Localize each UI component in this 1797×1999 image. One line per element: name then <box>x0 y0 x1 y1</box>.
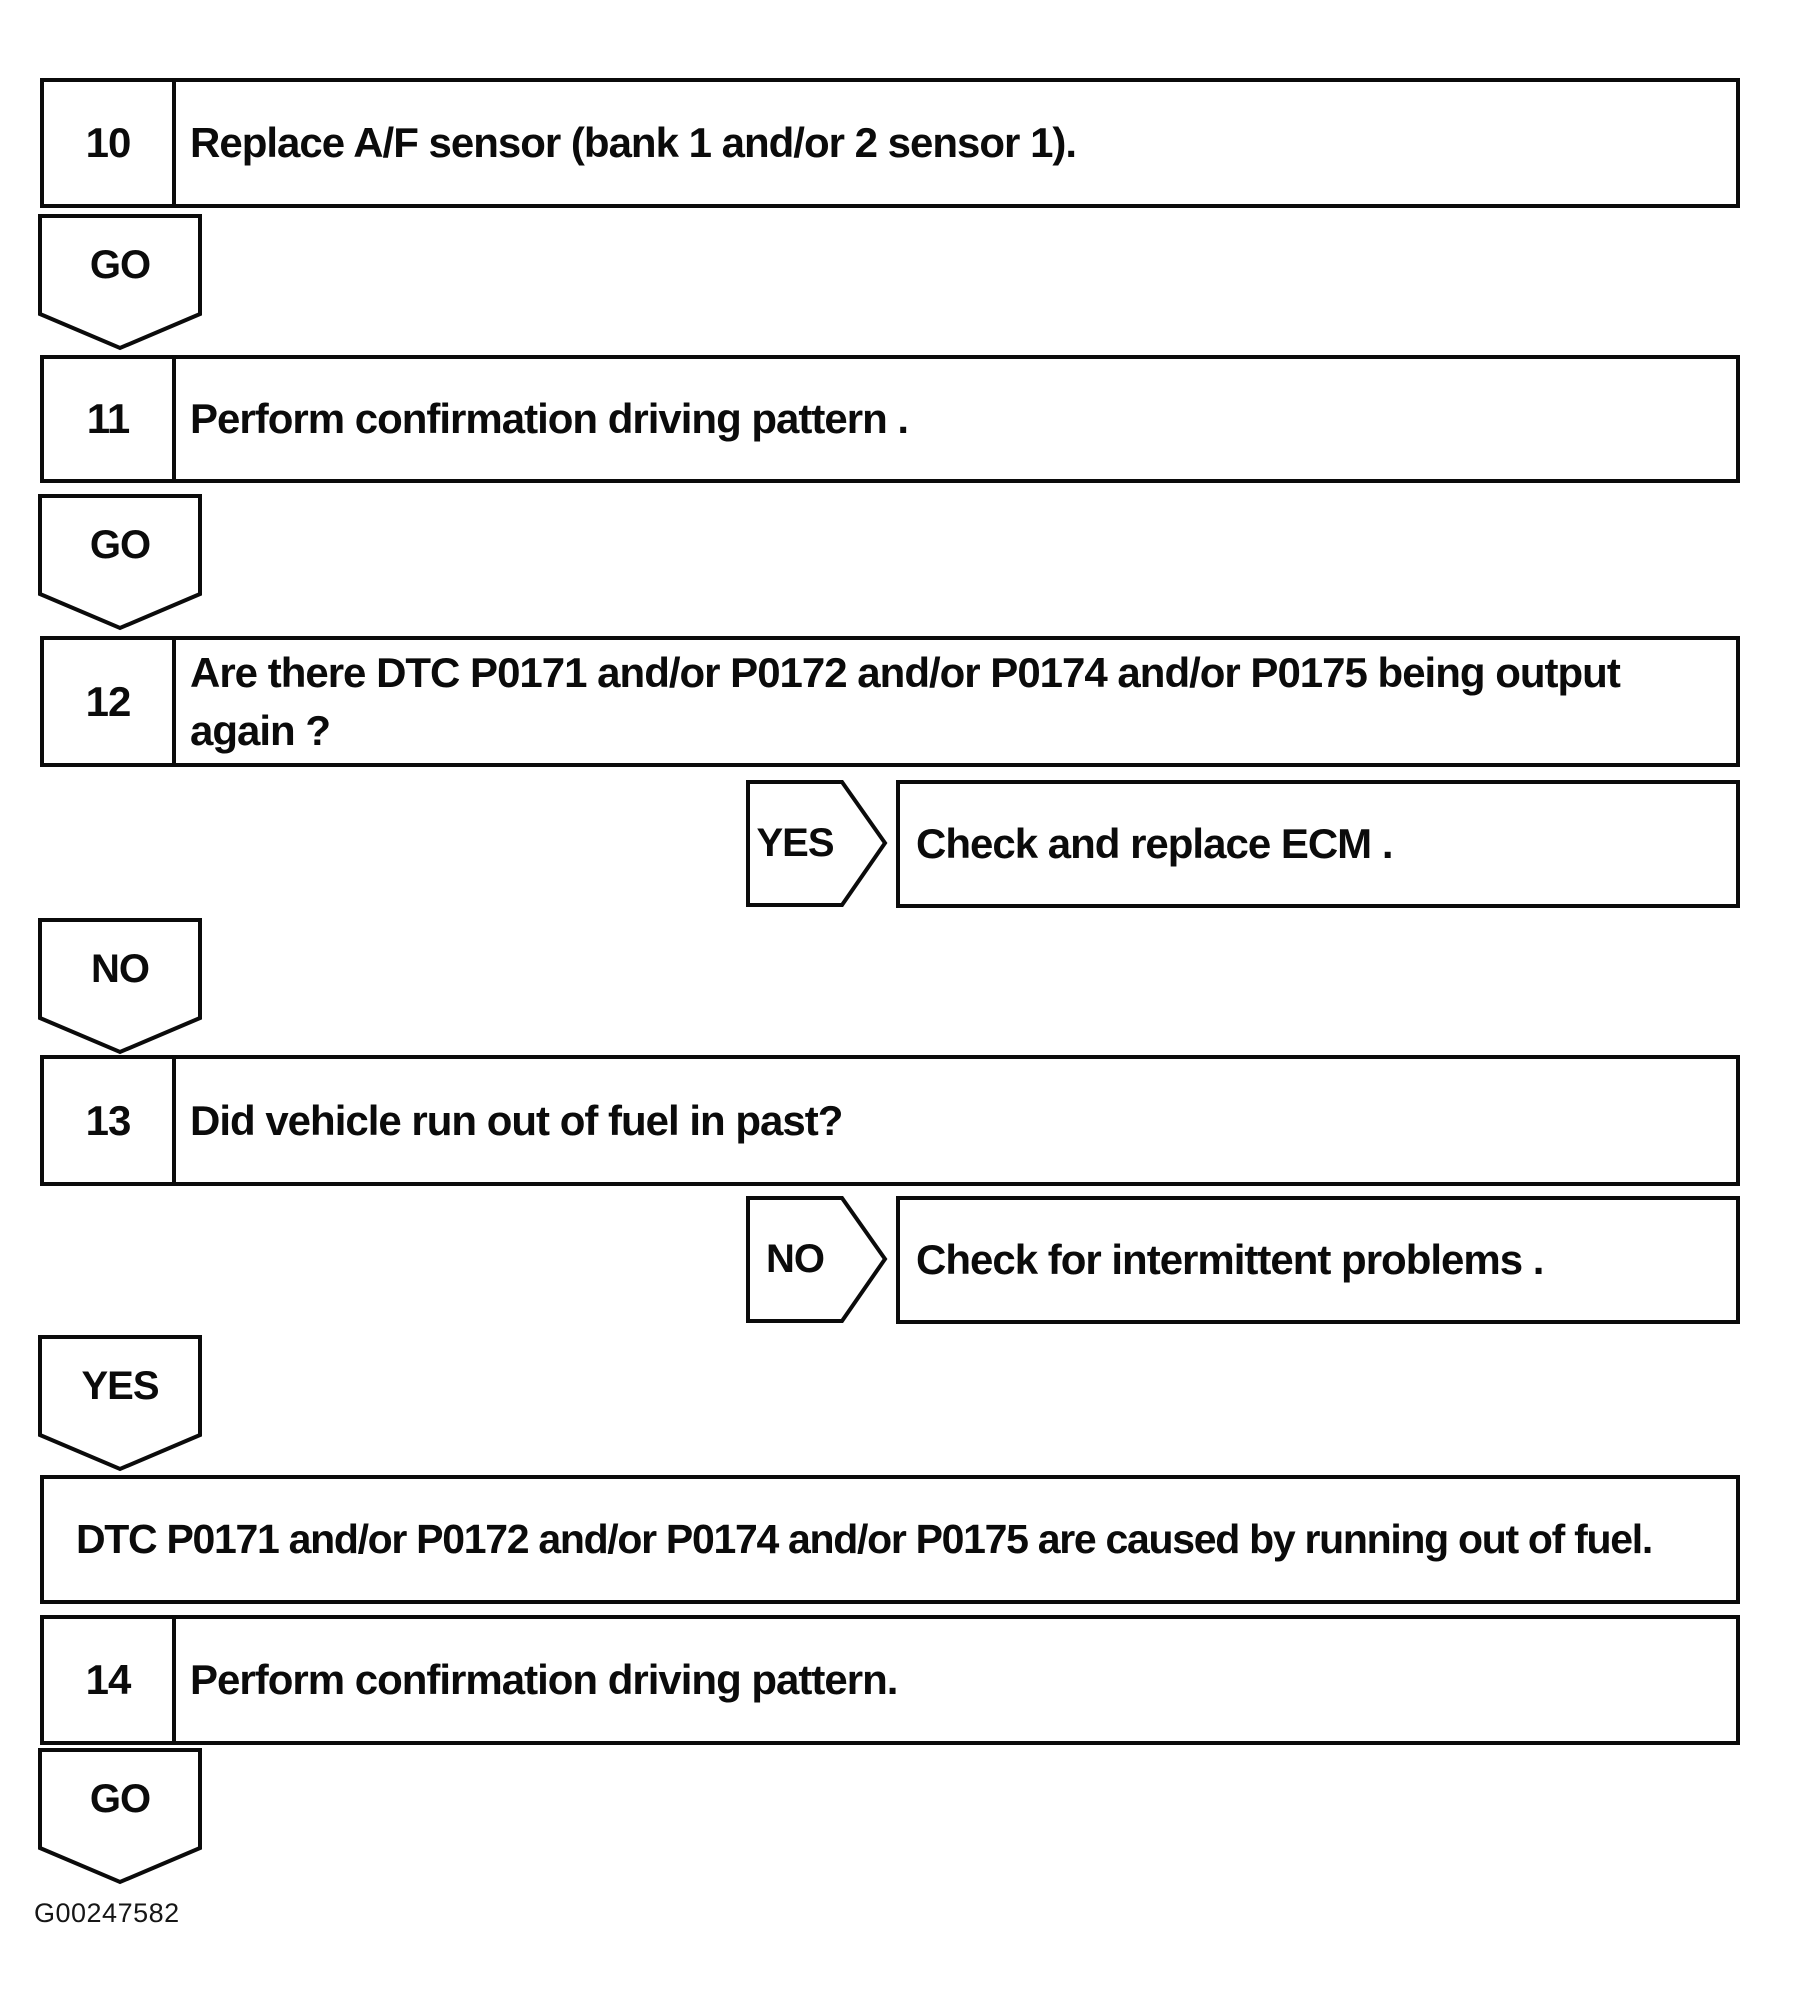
step-number-14: 14 <box>44 1619 176 1741</box>
connector-go-after-step-14: GO <box>38 1748 202 1888</box>
step-number-11: 11 <box>44 359 176 479</box>
step-box-11: 11 Perform confirmation driving pattern … <box>40 355 1740 483</box>
connector-no-step-13: NO <box>746 1196 888 1323</box>
step-box-13: 13 Did vehicle run out of fuel in past? <box>40 1055 1740 1186</box>
connector-go-label: GO <box>89 1776 151 1821</box>
pentagon-down-icon <box>38 214 202 351</box>
connector-no-label: NO <box>766 1237 825 1281</box>
step-text-10: Replace A/F sensor (bank 1 and/or 2 sens… <box>190 119 1077 167</box>
branch-action-box-check-ecm: Check and replace ECM . <box>896 780 1740 908</box>
connector-yes-step-12: YES <box>746 780 888 907</box>
pentagon-right-icon <box>746 780 888 907</box>
connector-no-after-step-12: NO <box>38 918 202 1058</box>
step-number-13: 13 <box>44 1059 176 1182</box>
connector-yes-after-step-13: YES <box>38 1335 202 1475</box>
step-text-14: Perform confirmation driving pattern. <box>190 1656 898 1704</box>
branch-action-text: Check for intermittent problems . <box>916 1236 1544 1283</box>
step-box-14: 14 Perform confirmation driving pattern. <box>40 1615 1740 1745</box>
branch-action-box-intermittent-problems: Check for intermittent problems . <box>896 1196 1740 1324</box>
connector-go-after-step-10: GO <box>38 214 202 354</box>
connector-no-label: NO <box>91 946 150 991</box>
step-number-10: 10 <box>44 82 176 204</box>
result-box: DTC P0171 and/or P0172 and/or P0174 and/… <box>40 1475 1740 1604</box>
figure-code: G00247582 <box>34 1898 180 1928</box>
pentagon-down-icon <box>38 1748 202 1885</box>
pentagon-down-icon <box>38 1335 202 1472</box>
step-number-12: 12 <box>44 640 176 763</box>
step-text-11: Perform confirmation driving pattern . <box>190 395 909 443</box>
step-box-10: 10 Replace A/F sensor (bank 1 and/or 2 s… <box>40 78 1740 208</box>
connector-go-label: GO <box>89 242 151 287</box>
pentagon-right-icon <box>746 1196 888 1323</box>
result-text: DTC P0171 and/or P0172 and/or P0174 and/… <box>76 1516 1653 1562</box>
step-text-13: Did vehicle run out of fuel in past? <box>190 1096 843 1144</box>
pentagon-down-icon <box>38 918 202 1055</box>
pentagon-down-icon <box>38 494 202 631</box>
step-text-12: Are there DTC P0171 and/or P0172 and/or … <box>190 648 1621 754</box>
step-box-12: 12 Are there DTC P0171 and/or P0172 and/… <box>40 636 1740 767</box>
connector-go-label: GO <box>89 522 151 567</box>
branch-action-text: Check and replace ECM . <box>916 820 1394 867</box>
connector-go-after-step-11: GO <box>38 494 202 634</box>
connector-yes-label: YES <box>756 821 834 865</box>
connector-yes-label: YES <box>81 1363 159 1408</box>
